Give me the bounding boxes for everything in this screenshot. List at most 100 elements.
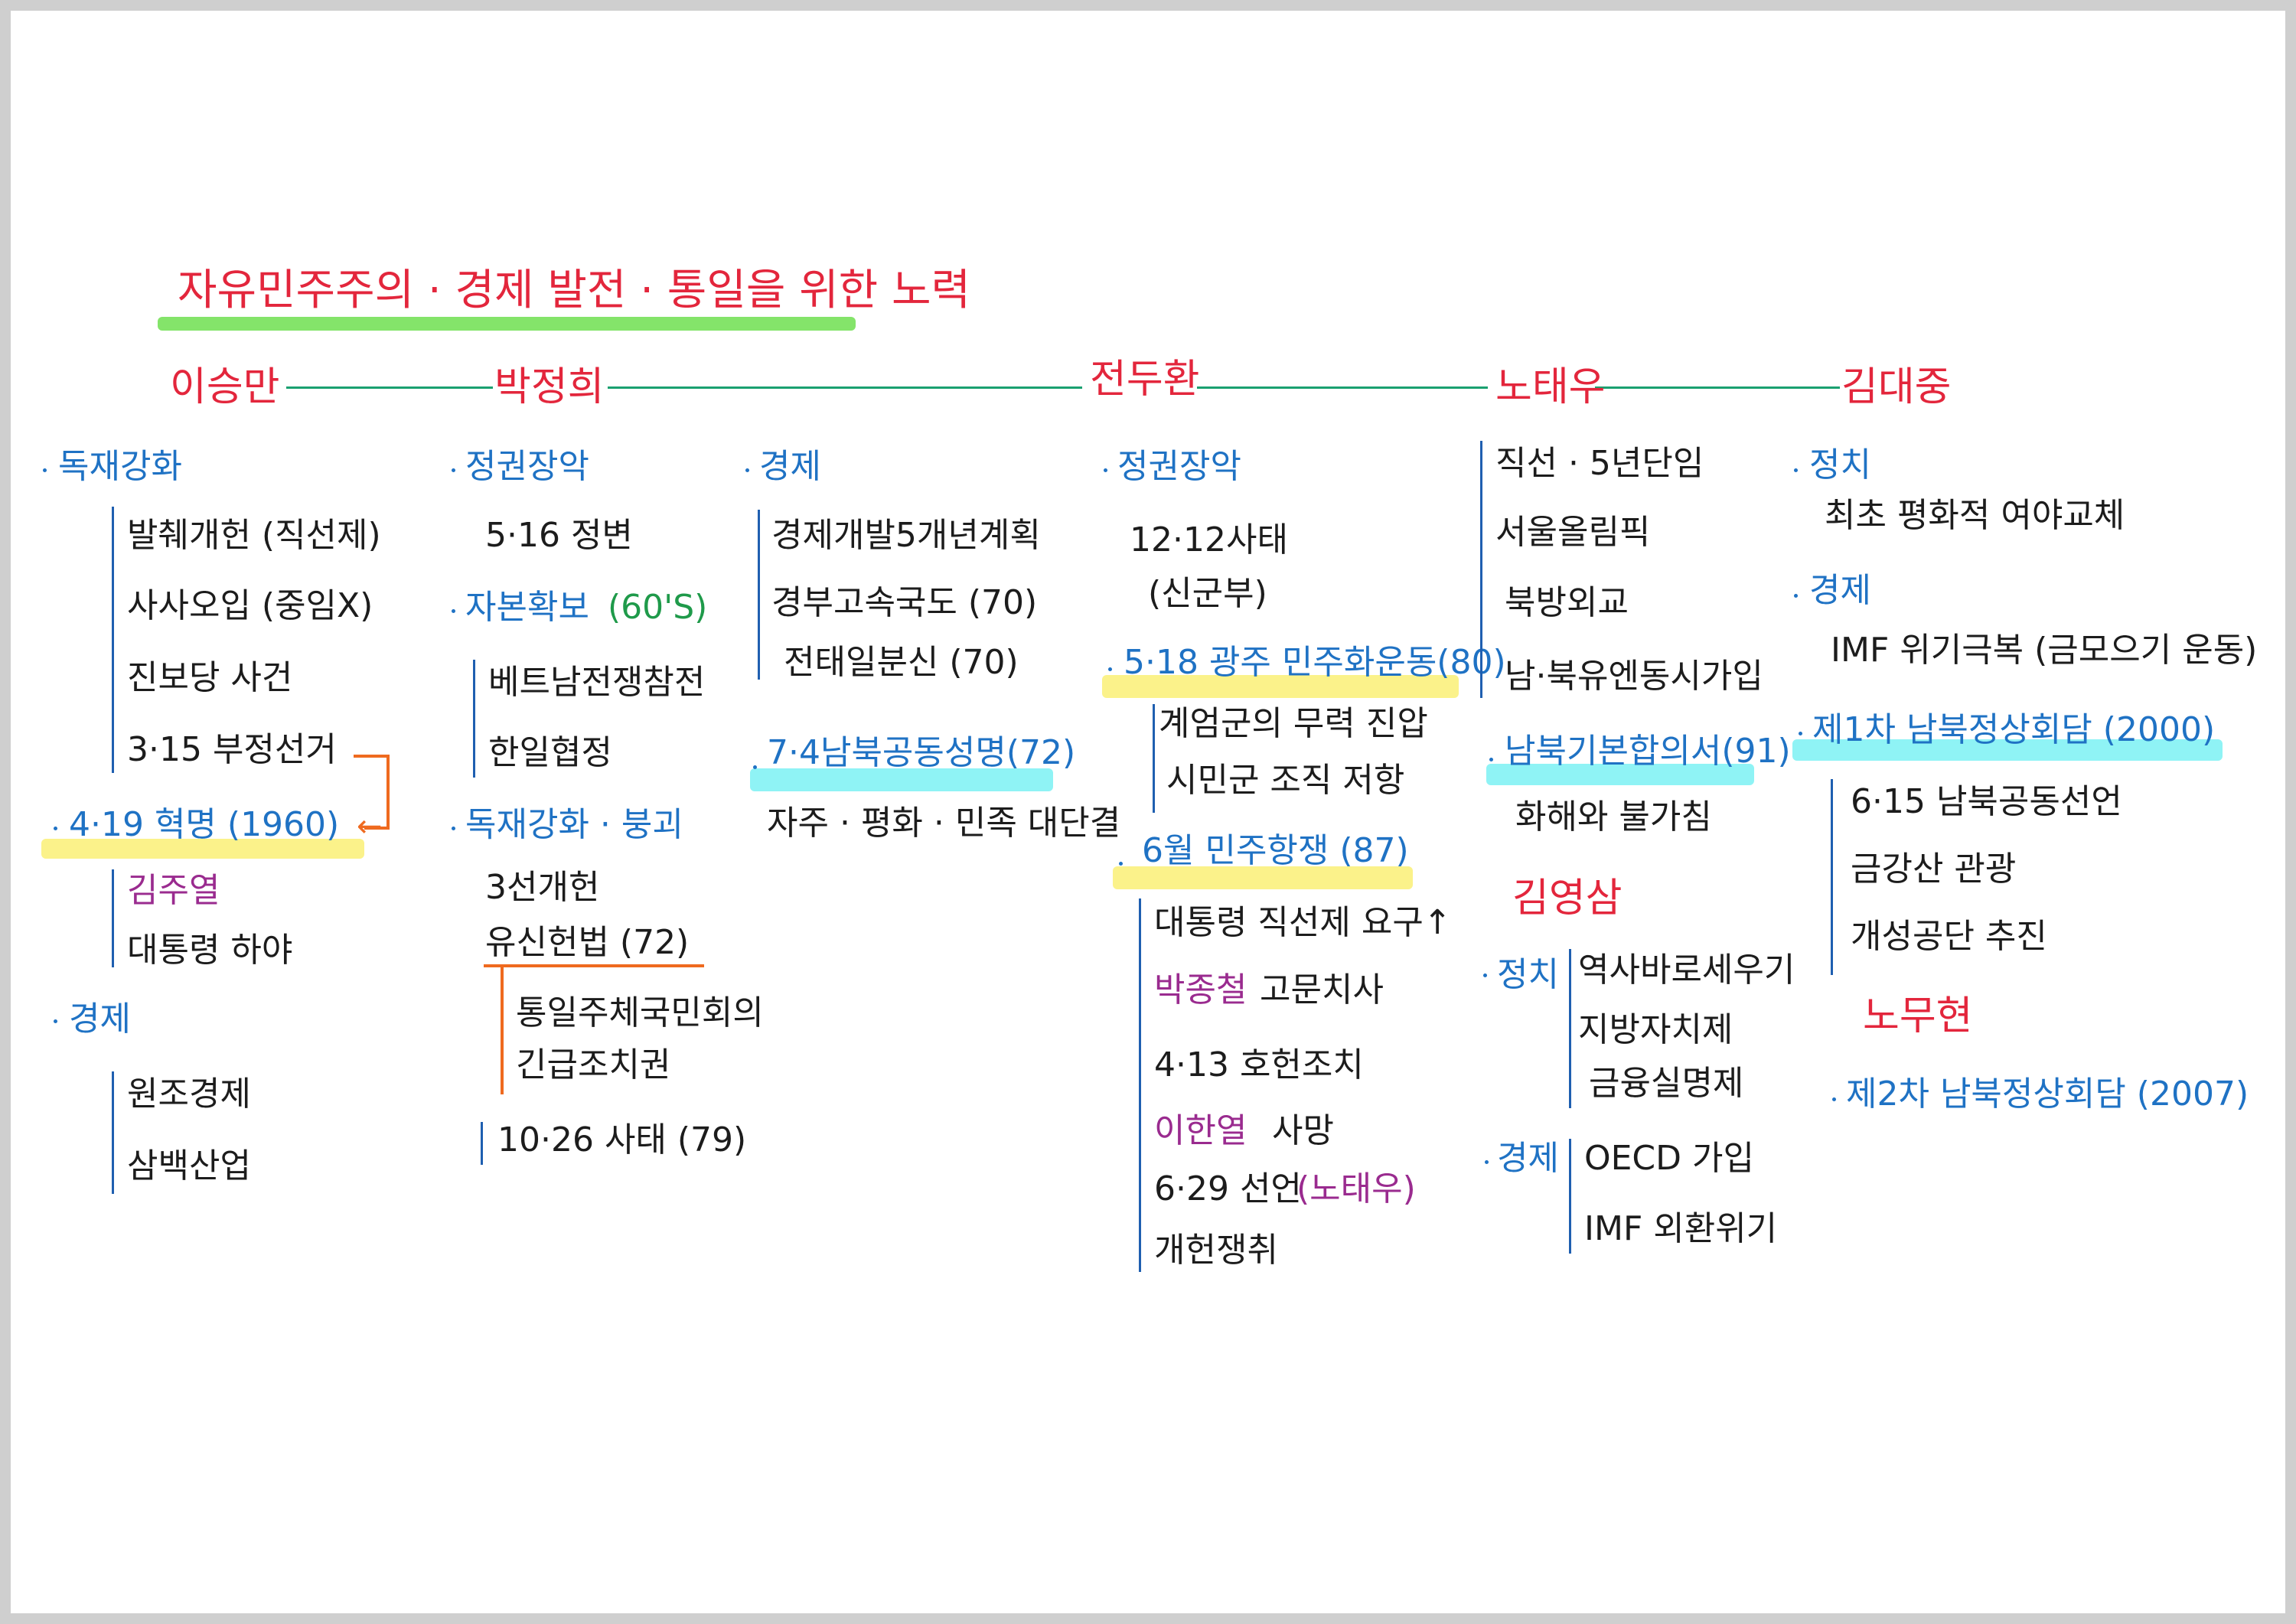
kimdj-heading-summit1: 제1차 남북정상회담 (2000): [1812, 710, 2216, 749]
page-title: 자유민주주의 · 경제 발전 · 통일을 위한 노력: [178, 266, 971, 315]
bracket-line: [1569, 1139, 1571, 1254]
chun-lee-hanyeol: 이한열: [1154, 1111, 1247, 1150]
chun-torture-death: 고문치사: [1260, 970, 1384, 1009]
bullet-dot: [1799, 732, 1802, 735]
park-yushin-item: 통일주체국민회의: [516, 993, 764, 1032]
bracket-line: [1139, 898, 1141, 1272]
timeline-line: [1595, 386, 1840, 389]
bullet-dot: [1104, 468, 1107, 472]
ys-pol-item: 역사바로세우기: [1578, 951, 1795, 990]
park-econ-item: 경부고속국도 (70): [771, 583, 1038, 622]
arrow-line: [386, 755, 390, 830]
highlight-yellow: [41, 839, 364, 859]
timeline-line: [286, 386, 493, 389]
roh-item: 남·북유엔동시가입: [1505, 657, 1763, 696]
bracket-line: [481, 1122, 483, 1165]
bracket-line: [112, 1071, 114, 1194]
title-highlight: [158, 317, 856, 331]
bullet-dot: [1485, 1160, 1489, 1164]
roh-item: 서울올림픽: [1495, 513, 1651, 552]
chun-dec12: 12·12사태: [1130, 520, 1288, 559]
president-kim-youngsam: 김영삼: [1512, 876, 1623, 921]
kimdj-pol-item: 최초 평화적 여야교체: [1825, 496, 2125, 535]
chun-constitution: 개헌쟁취: [1154, 1231, 1278, 1270]
bullet-dot: [452, 827, 455, 830]
ys-heading-economy: 경제: [1497, 1139, 1559, 1178]
chun-june29: 6·29 선언: [1154, 1169, 1302, 1208]
bracket-line: [1569, 949, 1571, 1108]
lee-heading-revolution: 4·19 혁명 (1960): [69, 805, 340, 844]
chun-apr13: 4·13 호헌조치: [1154, 1045, 1364, 1084]
chun-direct-demand: 대통령 직선제 요구↑: [1154, 903, 1452, 942]
park-heading-seize: 정권장악: [465, 447, 589, 486]
lee-heading-dictatorship: 독재강화: [58, 447, 182, 486]
arrow-head-icon: ←: [357, 809, 383, 844]
chun-heading-seize: 정권장악: [1117, 447, 1241, 486]
bullet-dot: [452, 468, 455, 472]
arrow-line: [354, 755, 389, 758]
chun-roh-tag: (노태우): [1296, 1169, 1416, 1208]
park-capital-tag: (60'S): [608, 588, 708, 627]
chun-park-jongcheol: 박종철: [1154, 970, 1247, 1009]
park-heading-dictatorship: 독재강화 · 붕괴: [465, 805, 683, 844]
bullet-dot: [1832, 1097, 1836, 1101]
highlight-cyan: [1486, 764, 1754, 785]
lee-kim-juyeol: 김주열: [127, 871, 220, 910]
kimdj-summit-item: 금강산 관광: [1851, 850, 2017, 889]
chun-heading-june-struggle: 6월 민주항쟁 (87): [1142, 831, 1409, 870]
lee-resign: 대통령 하야: [127, 931, 293, 970]
note-page: 자유민주주의 · 경제 발전 · 통일을 위한 노력 이승만 박정희 전두환 노…: [11, 11, 2285, 1613]
roh-heading-basic-agreement: 남북기본합의서(91): [1505, 732, 1791, 771]
bullet-dot: [452, 609, 455, 613]
park-heading-capital: 자본확보: [465, 588, 589, 627]
timeline-line: [1197, 386, 1488, 389]
bracket-line: [1831, 779, 1833, 975]
kimdj-heading-economy: 경제: [1809, 571, 1871, 610]
kimdj-summit-item: 6·15 남북공동선언: [1851, 782, 2122, 821]
roh-reconcile: 화해와 불가침: [1515, 797, 1712, 836]
lee-item: 사사오입 (중임X): [127, 586, 373, 625]
kimdj-heading-politics: 정치: [1809, 445, 1871, 484]
bracket-line: [112, 507, 114, 773]
president-park-chunghee: 박정희: [494, 364, 605, 410]
chun-newmil: (신군부): [1148, 574, 1267, 613]
chun-heading-gwangju: 5·18 광주 민주화운동(80): [1124, 643, 1506, 682]
highlight-cyan: [750, 768, 1053, 791]
lee-heading-economy: 경제: [69, 1000, 131, 1039]
bullet-dot: [1489, 758, 1493, 761]
president-roh-moohyun: 노무현: [1863, 993, 1973, 1039]
president-chun-doohwan: 전두환: [1090, 357, 1200, 403]
chun-gwangju-item: 계엄군의 무력 진압: [1159, 704, 1428, 743]
ys-pol-item: 금융실명제: [1589, 1064, 1744, 1103]
bullet-dot: [1483, 973, 1487, 977]
kimdj-summit-item: 개성공단 추진: [1851, 917, 2047, 956]
lee-econ-item: 원조경제: [127, 1075, 251, 1114]
chun-gwangju-item: 시민군 조직 저항: [1166, 761, 1405, 800]
highlight-cyan: [1792, 739, 2223, 761]
park-yushin-item: 긴급조치권: [516, 1045, 671, 1084]
bracket-line: [1480, 441, 1482, 698]
park-joint-item: 자주 · 평화 · 민족 대단결: [767, 804, 1121, 843]
timeline-line: [608, 386, 1082, 389]
president-roh-taewoo: 노태우: [1495, 364, 1606, 410]
park-dict-item: 3선개헌: [485, 868, 600, 907]
kimdj-econ-item: IMF 위기극복 (금모으기 운동): [1831, 631, 2258, 670]
president-lee-syngman: 이승만: [170, 364, 280, 410]
park-yushin: 유신헌법 (72): [485, 923, 690, 962]
ys-econ-item: IMF 외환위기: [1584, 1209, 1778, 1248]
park-heading-economy: 경제: [759, 447, 821, 486]
ys-heading-politics: 정치: [1497, 955, 1559, 994]
bullet-dot: [1794, 594, 1798, 598]
highlight-yellow: [1113, 866, 1413, 889]
bullet-dot: [1119, 862, 1123, 866]
park-oct26: 10·26 사태 (79): [497, 1120, 747, 1159]
ys-econ-item: OECD 가입: [1584, 1139, 1754, 1178]
bullet-dot: [54, 827, 57, 830]
ys-pol-item: 지방자치제: [1578, 1010, 1733, 1049]
bracket-line: [1153, 704, 1155, 813]
park-econ-item: 경제개발5개년계획: [771, 516, 1041, 555]
bullet-dot: [753, 765, 757, 769]
bracket-orange: [501, 966, 504, 1094]
bracket-line: [112, 869, 114, 967]
arrow-line: [364, 827, 390, 830]
